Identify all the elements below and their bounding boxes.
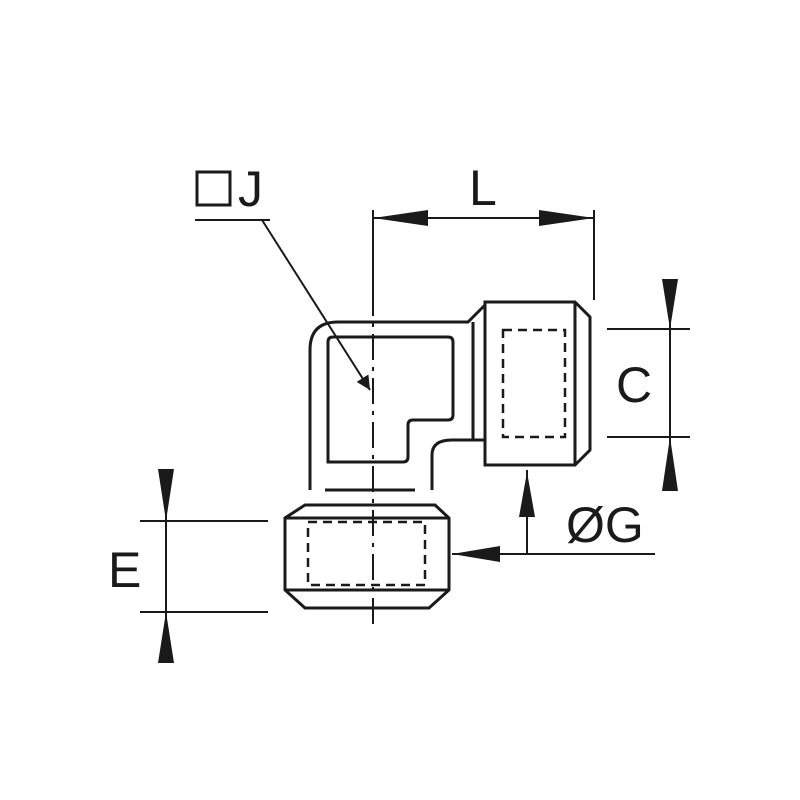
l-arrow-left [373,210,428,226]
e-arrow-top [158,469,174,521]
bottom-hex-outline [283,503,451,610]
right-thread-hidden [501,328,567,439]
label-g: ØG [566,497,644,553]
elbow-body-outline [308,303,487,490]
l-arrow-right [539,210,594,226]
g-arrow-left [452,546,500,562]
elbow-inner-outline [430,438,485,490]
square-symbol [195,170,232,207]
c-arrow-top [662,279,678,329]
label-c: C [616,357,652,413]
label-j: J [238,161,263,217]
e-arrow-bottom [158,612,174,663]
elbow-passage [326,335,455,464]
j-leader [261,219,371,391]
label-e: E [108,542,141,598]
label-l: L [469,160,497,216]
c-arrow-bottom [662,437,678,491]
bottom-thread-hidden [306,520,427,587]
g-arrow-up [519,472,535,517]
